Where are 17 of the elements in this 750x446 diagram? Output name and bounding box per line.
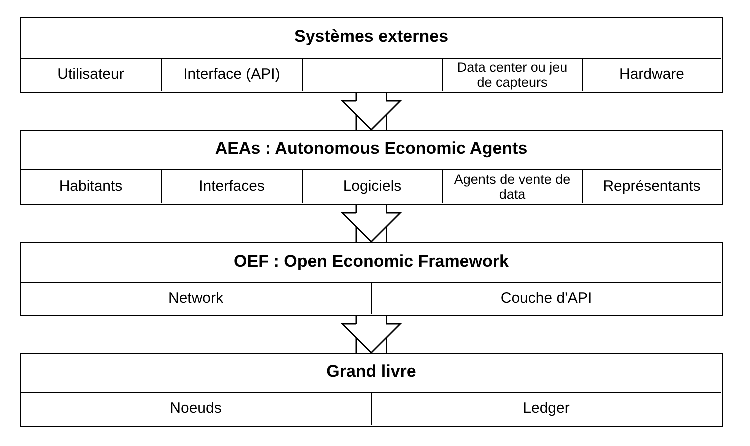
layer-title: Grand livre <box>326 362 416 382</box>
layer-title: AEAs : Autonomous Economic Agents <box>215 139 528 159</box>
layer-title: Systèmes externes <box>294 27 449 47</box>
layer-panel <box>20 130 723 205</box>
grid-cell: Interface (API) <box>161 58 302 91</box>
layer-panel <box>20 17 723 93</box>
layer-panel <box>20 242 723 316</box>
layer-panel <box>20 353 723 427</box>
grid-cell: Couche d'API <box>371 282 721 314</box>
grid-cell: Ledger <box>371 392 721 425</box>
layer-title: OEF : Open Economic Framework <box>234 252 509 272</box>
grid-cell: Data center ou jeu de capteurs <box>442 58 582 91</box>
grid-cell: Logiciels <box>302 169 442 203</box>
grid-cell: Agents de vente de data <box>442 169 582 203</box>
grid-cell: Interfaces <box>161 169 302 203</box>
grid-cell: Hardware <box>582 58 721 91</box>
grid-cell: Représentants <box>582 169 721 203</box>
